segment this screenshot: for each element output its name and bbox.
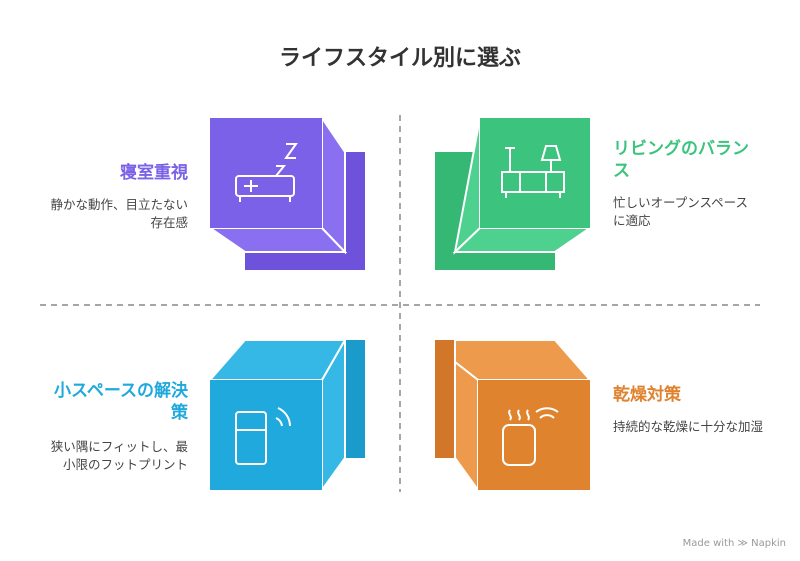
bed-sleep-icon xyxy=(235,143,298,202)
living-desc: 忙しいオープンスペースに適応 xyxy=(613,195,749,228)
cube-small-space xyxy=(207,336,365,494)
dryness-title: 乾燥対策 xyxy=(613,385,681,405)
dryness-desc: 持続的な乾燥に十分な加湿 xyxy=(613,419,764,434)
living-title: リビングのバランス xyxy=(613,139,749,181)
small-space-title: 小スペースの解決策 xyxy=(54,381,188,423)
compact-appliance-icon xyxy=(235,407,291,465)
page-title: ライフスタイル別に選ぶ xyxy=(278,46,521,71)
cube-bedroom xyxy=(206,114,365,270)
humidifier-icon xyxy=(502,407,559,466)
living-room-icon xyxy=(501,145,565,198)
cube-dryness xyxy=(435,339,593,494)
bedroom-desc: 静かな動作、目立たない存在感 xyxy=(50,197,188,230)
napkin-watermark: Made with ≫ Napkin xyxy=(682,538,786,549)
small-space-desc: 狭い隅にフィットし、最小限のフットプリント xyxy=(50,439,188,472)
bedroom-title: 寝室重視 xyxy=(120,163,188,183)
cube-living xyxy=(435,117,594,270)
